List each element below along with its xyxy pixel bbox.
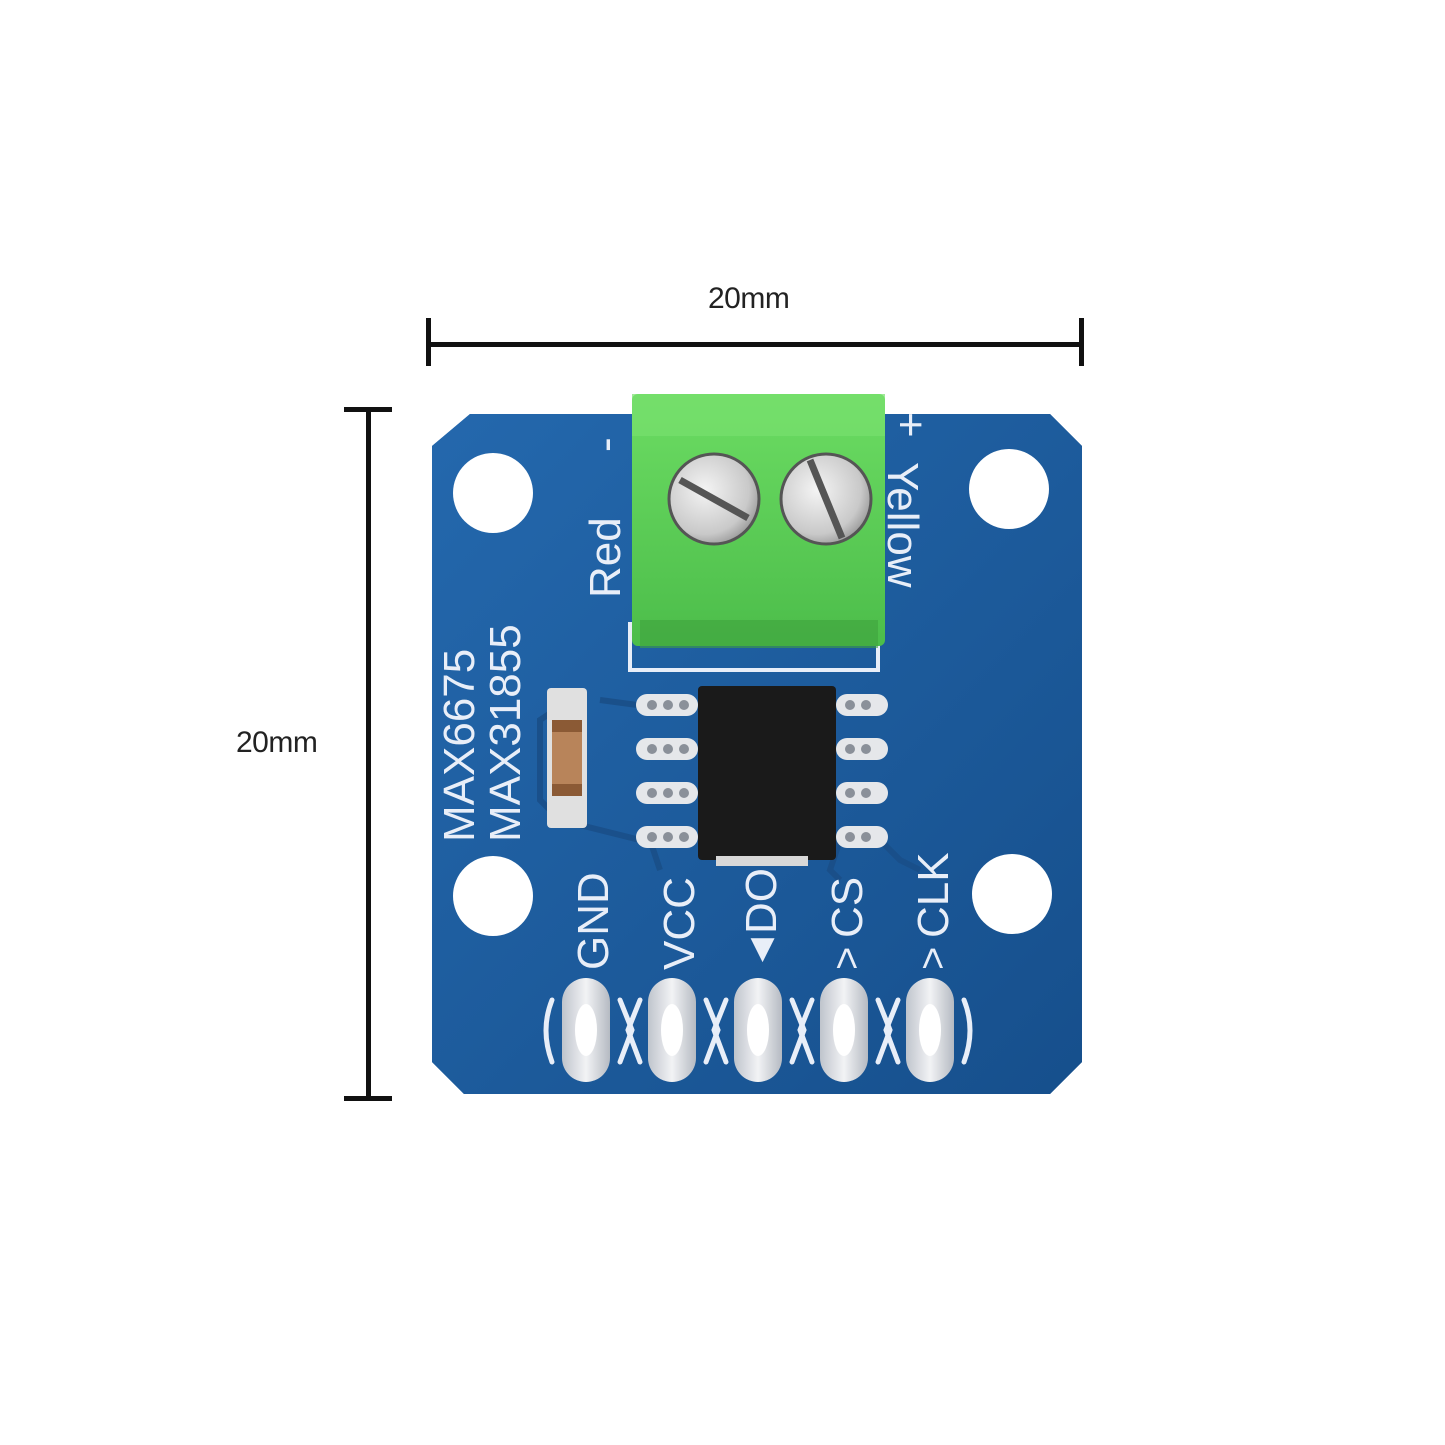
pin-label-gnd: GND — [569, 872, 618, 970]
chip-label-max6675: MAX6675 — [435, 649, 484, 842]
mounting-hole-bottom-left — [453, 856, 533, 936]
width-dimension-cap-left — [426, 318, 431, 366]
polarity-plus: + — [886, 412, 935, 438]
ic-chip — [698, 686, 836, 860]
mounting-hole-top-right — [969, 449, 1049, 529]
pin-marker-cs: > — [825, 947, 869, 970]
height-dimension-line — [366, 409, 371, 1099]
height-dimension-cap-top — [344, 407, 392, 412]
pin-marker-clk: > — [911, 947, 955, 970]
width-dimension-label: 20mm — [708, 282, 790, 315]
chip-label-max31855: MAX31855 — [481, 624, 530, 842]
width-dimension-line — [428, 342, 1083, 347]
height-dimension-label: 20mm — [236, 726, 318, 759]
screw-terminal — [632, 394, 885, 648]
mounting-hole-top-left — [453, 453, 533, 533]
wire-label-yellow: Yellow — [878, 462, 927, 588]
pin-label-vcc: VCC — [655, 877, 704, 970]
polarity-minus: - — [581, 437, 630, 452]
pin-marker-do: ◄ — [739, 930, 783, 970]
pin-label-clk: CLK — [909, 852, 958, 938]
capacitor — [547, 688, 587, 828]
mounting-hole-bottom-right — [972, 854, 1052, 934]
pin-label-cs: CS — [823, 877, 872, 938]
wire-label-red: Red — [581, 517, 630, 598]
width-dimension-cap-right — [1079, 318, 1084, 366]
height-dimension-cap-bottom — [344, 1096, 392, 1101]
header-pads — [562, 978, 954, 1082]
pin-label-do: DO — [737, 868, 786, 934]
